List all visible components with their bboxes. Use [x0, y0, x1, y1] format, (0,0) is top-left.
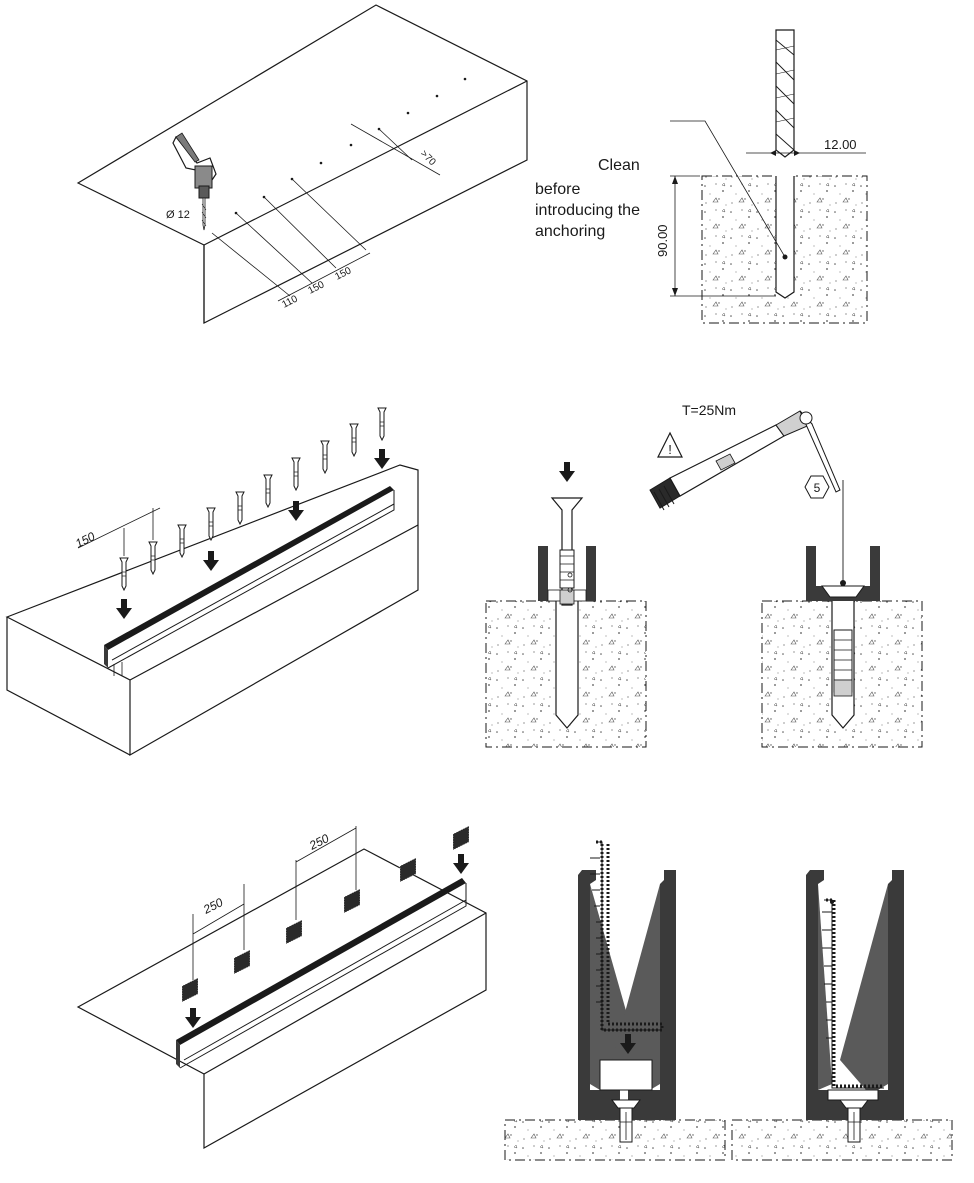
pad-spacing-250-a: 250	[200, 895, 225, 917]
hole-diameter-dim: 12.00	[824, 137, 857, 152]
hole-section-detail	[670, 29, 868, 324]
dim-150-b: 150	[333, 265, 353, 283]
profile-section-installed	[731, 870, 953, 1161]
pad-spacing-250-b: 250	[306, 831, 331, 853]
note-introducing: introducing the	[535, 202, 640, 219]
torque-wrench-icon	[649, 410, 841, 511]
note-anchoring: anchoring	[535, 223, 605, 240]
torque-value: T=25Nm	[682, 402, 736, 418]
anchor-spacing-150: 150	[73, 529, 97, 551]
glass-pads	[181, 825, 470, 1003]
anchor-insert-detail	[485, 497, 647, 748]
svg-text:!: !	[668, 442, 672, 457]
down-arrow-icon	[116, 449, 390, 619]
note-before: before	[535, 181, 580, 198]
hole-depth-dim: 90.00	[655, 224, 670, 257]
torque-detail	[761, 480, 923, 748]
down-arrow-icon	[185, 854, 469, 1028]
drill-icon	[172, 132, 217, 231]
dim-110: 110	[280, 293, 300, 310]
svg-text:5: 5	[814, 481, 821, 495]
pad-spacing-dims	[192, 826, 357, 980]
profile-section-insert	[504, 840, 726, 1161]
note-clean: Clean	[598, 157, 640, 174]
anchor-spacing-dim	[77, 507, 161, 556]
step1-block	[76, 4, 528, 324]
warning-triangle-icon: !	[657, 431, 683, 458]
dim-edge-distance: >70	[418, 148, 438, 168]
hex-size-icon: 5	[804, 475, 830, 499]
step2-block	[5, 464, 419, 757]
dim-150-a: 150	[306, 279, 326, 297]
insert-arrow	[559, 462, 575, 482]
step3-block	[76, 848, 487, 1150]
drill-diameter-label: Ø 12	[166, 209, 190, 221]
